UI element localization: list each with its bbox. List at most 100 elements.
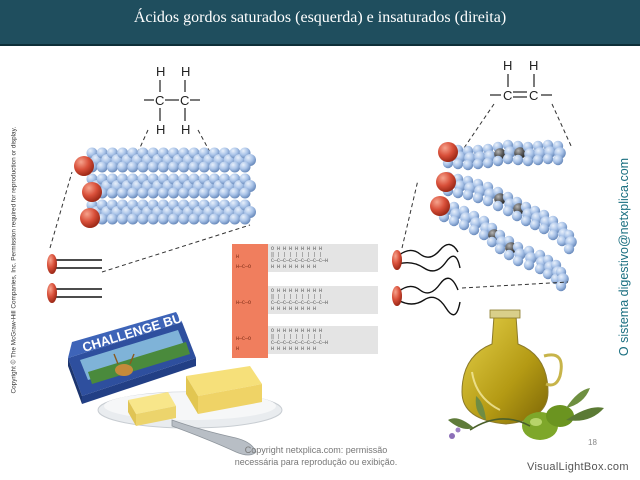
atom [168,187,180,199]
atom [219,213,231,225]
atom [157,187,169,199]
atom [208,187,220,199]
atom [80,208,100,228]
formula-chain: C—C—C—C—C—C—C—C—C—H [271,340,329,346]
atom [117,161,129,173]
atom [555,280,567,292]
glycerol-link: H—C—O [236,264,252,270]
atom [147,213,159,225]
atom [188,187,200,199]
atom [502,205,514,217]
atom [229,213,241,225]
page-title: Ácidos gordos saturados (esquerda) e ins… [133,9,507,26]
glycerol-h: H [236,346,240,352]
atom [178,213,190,225]
h-atom: H [181,122,190,137]
atom [542,268,554,280]
atom [168,161,180,173]
atom [494,243,506,255]
atom [520,215,532,227]
formula-top: O H H H H H H H H [271,288,323,294]
h-atom: H [181,64,190,79]
atom [532,154,544,166]
atom [482,195,494,207]
atom [74,156,94,176]
atom [178,161,190,173]
atom [529,219,541,231]
atom [492,155,504,167]
atom [219,161,231,173]
unsaturated-molecule-model [430,139,577,292]
atom [452,158,464,170]
atom [492,200,504,212]
watermark: VisualLightBox.com [527,461,629,473]
atom [137,161,149,173]
fatty-acid-formula-row: O H H H H H H H H ‖ | | | | | | | | C—C—… [268,326,378,354]
unsaturated-zoom-lines [463,103,573,149]
atom [482,157,494,169]
atom [229,187,241,199]
atom [462,159,474,171]
formula-chain: C—C—C—C—C—C—C—C—C—H [271,258,329,264]
atom [486,236,498,248]
atom [512,154,524,166]
atom [157,213,169,225]
c-atom: C [529,88,538,103]
atom [96,161,108,173]
footer-line-1: Copyright netxplica.com: permissão [244,445,388,455]
atom [208,161,220,173]
formula-top: O H H H H H H H H [271,328,323,334]
atom [542,153,554,165]
h-atom: H [529,58,538,73]
atom [556,235,568,247]
deer-icon [113,353,135,376]
atom [430,196,450,216]
atom [478,229,490,241]
atom [229,161,241,173]
formula-bottom: H H H H H H H H [271,306,317,312]
formula-bottom: H H H H H H H H [271,346,317,352]
atom [503,249,515,261]
unsaturated-schematic-zoom [401,179,569,289]
atom [127,161,139,173]
saturated-molecule-model [74,147,256,228]
atom [198,187,210,199]
atom [512,255,524,267]
formula-chain: C—C—C—C—C—C—C—C—C—H [271,300,329,306]
c-atom: C [180,93,189,108]
atom [472,158,484,170]
formula-bottom: H H H H H H H H [271,264,317,270]
atom [436,172,456,192]
atom [502,153,514,165]
c-atom: C [155,93,164,108]
atom [448,215,460,227]
atom [117,213,129,225]
atom [547,229,559,241]
atom [452,187,464,199]
saturated-schematic [47,254,102,303]
glycerol-link: H—C—O [236,336,252,342]
h-atom: H [156,64,165,79]
atom [147,161,159,173]
saturated-schematic-zoom [49,171,251,273]
atom [198,161,210,173]
atom [552,154,564,166]
atom [147,187,159,199]
atom [157,161,169,173]
atom [534,263,546,275]
atom [239,187,251,199]
atom [106,187,118,199]
olive-oil-illustration [448,309,604,440]
unsaturated-schematic [397,243,461,316]
atom [219,187,231,199]
atom [458,219,470,231]
unsaturated-structural-formula: H H C C [490,58,552,103]
atom [127,213,139,225]
h-atom: H [156,122,165,137]
fatty-acid-formula-row: O H H H H H H H H ‖ | | | | | | | | C—C—… [268,286,378,314]
h-atom: H [503,58,512,73]
atom [198,213,210,225]
atom [188,213,200,225]
atom [538,223,550,235]
